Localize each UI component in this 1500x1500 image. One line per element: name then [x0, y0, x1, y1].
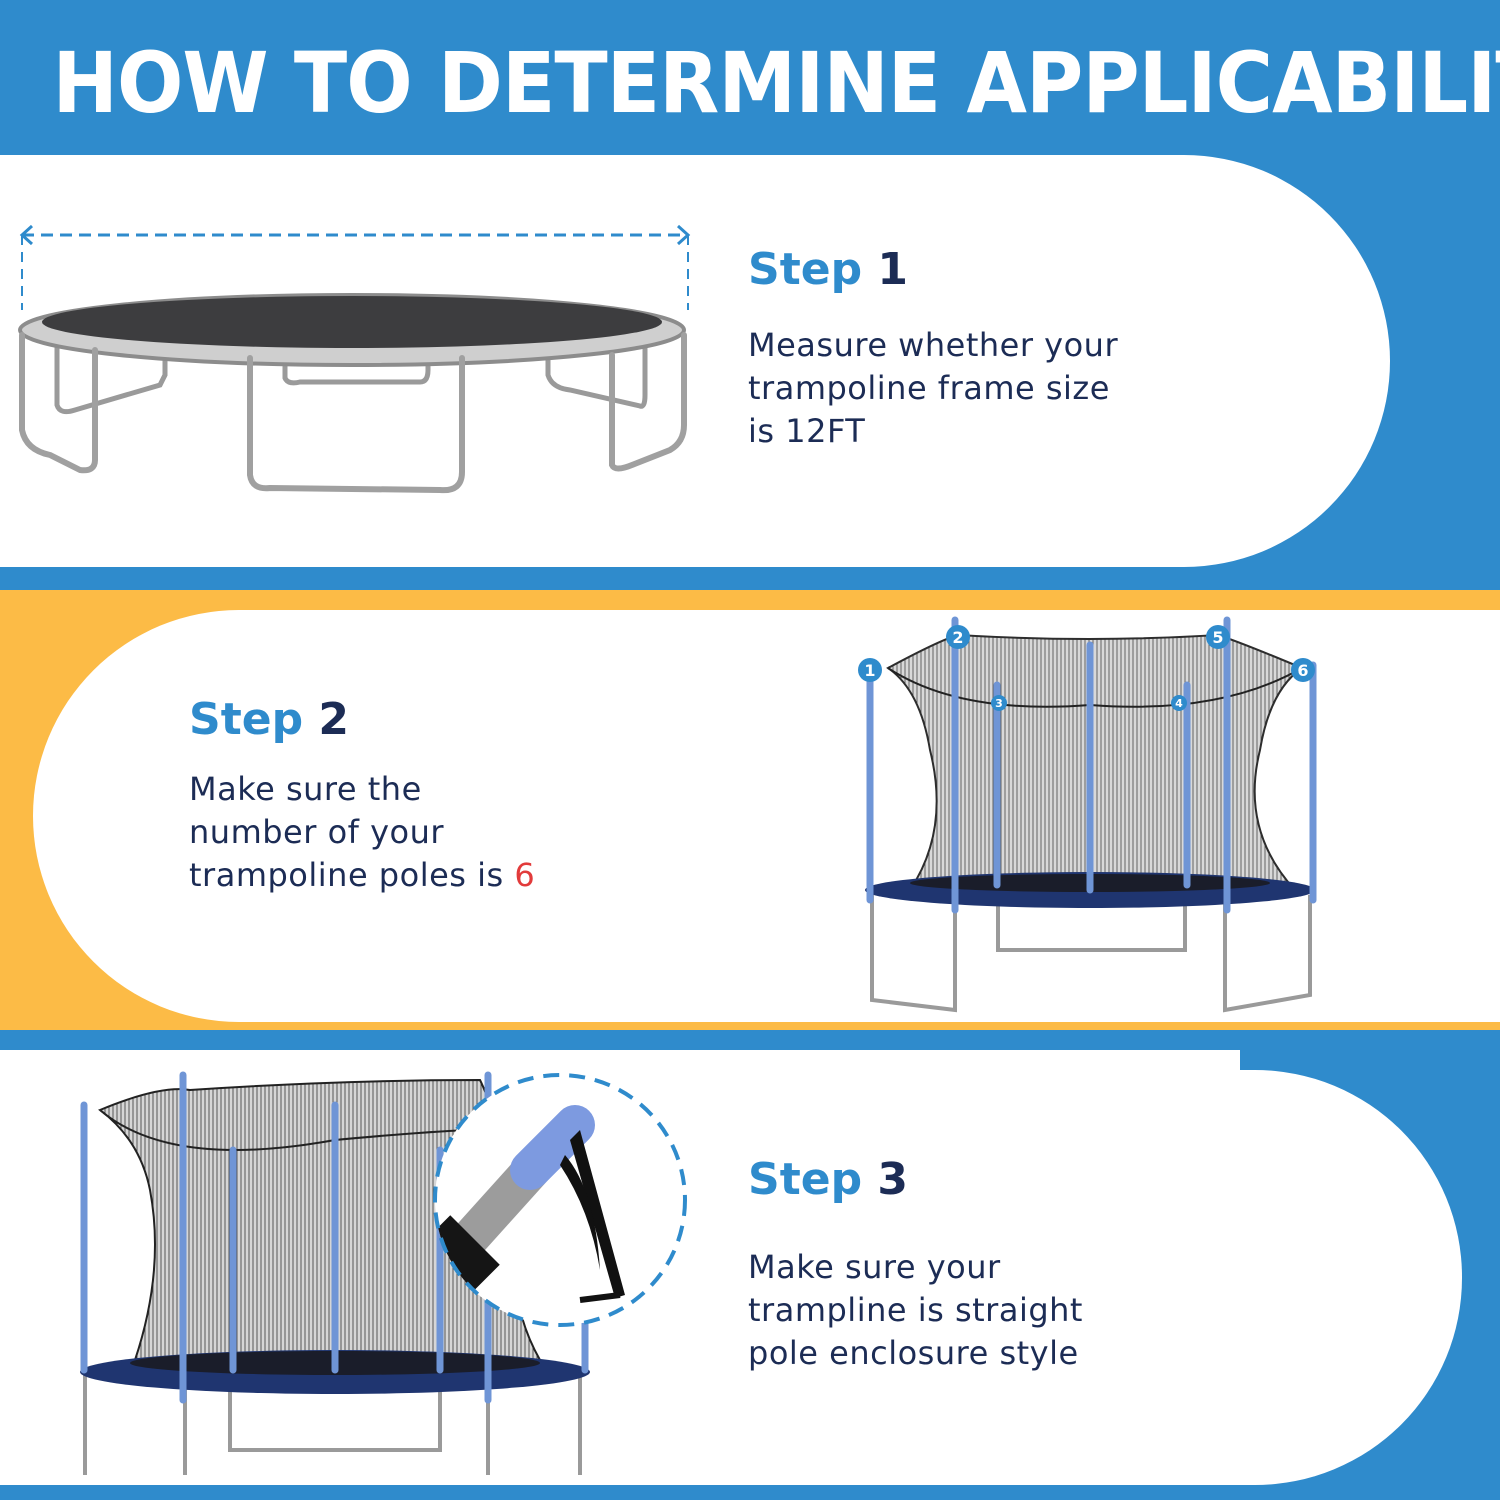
step-3-heading: Step 3 [748, 1154, 1083, 1206]
pole-badge-4: 4 [1171, 695, 1187, 711]
svg-text:1: 1 [864, 661, 875, 680]
pole-badge-6: 6 [1291, 658, 1315, 682]
step-2-number: 2 [318, 694, 350, 745]
trampoline-enclosure-numbered-illustration: 1 2 3 4 5 6 [858, 616, 1317, 1013]
trampoline-frame-illustration [18, 224, 691, 494]
step-2-line-3-text: trampoline poles is [189, 856, 515, 894]
step-1-line-1: Measure whether your [748, 326, 1119, 364]
step-1-line-2: trampoline frame size [748, 369, 1110, 407]
step-3-label: Step [748, 1154, 863, 1205]
step-1-line-3: is 12FT [748, 412, 866, 450]
svg-text:3: 3 [995, 697, 1003, 710]
svg-text:5: 5 [1212, 628, 1223, 647]
svg-text:6: 6 [1297, 661, 1308, 680]
trampoline-straight-pole-illustration [80, 1071, 687, 1475]
step-2-line-3: trampoline poles is 6 [189, 854, 535, 897]
step-2-line-2: number of your [189, 813, 445, 851]
step-2: Step 2 Make sure the number of your tram… [189, 694, 535, 897]
step-3-line-3: pole enclosure style [748, 1334, 1079, 1372]
step-1-number: 1 [877, 244, 909, 295]
pole-badge-1: 1 [858, 658, 882, 682]
step-1-description: Measure whether your trampoline frame si… [748, 324, 1118, 453]
step-3-line-2: trampline is straight [748, 1291, 1083, 1329]
pole-badge-3: 3 [991, 695, 1007, 711]
step-2-heading: Step 2 [189, 694, 535, 746]
page-title: HOW TO DETERMINE APPLICABILITY [52, 34, 1500, 132]
pole-top-closeup [433, 1073, 687, 1327]
step-2-line-1: Make sure the [189, 770, 422, 808]
svg-text:4: 4 [1175, 697, 1183, 710]
svg-text:2: 2 [952, 628, 963, 647]
step-1-label: Step [748, 244, 863, 295]
step-2-label: Step [189, 694, 304, 745]
step-1-heading: Step 1 [748, 244, 1118, 296]
step-3-description: Make sure your trampline is straight pol… [748, 1246, 1083, 1375]
step-3-card-top [0, 1050, 1240, 1090]
pole-badge-2: 2 [946, 625, 970, 649]
step-1: Step 1 Measure whether your trampoline f… [748, 244, 1118, 453]
step-3: Step 3 Make sure your trampline is strai… [748, 1154, 1083, 1375]
dashed-double-arrow-icon [19, 224, 691, 310]
pole-count-highlight: 6 [514, 856, 536, 894]
step-3-number: 3 [877, 1154, 909, 1205]
header-banner: HOW TO DETERMINE APPLICABILITY [0, 0, 1500, 155]
step-3-line-1: Make sure your [748, 1248, 1001, 1286]
pole-badge-5: 5 [1206, 625, 1230, 649]
step-2-description: Make sure the number of your trampoline … [189, 768, 535, 897]
